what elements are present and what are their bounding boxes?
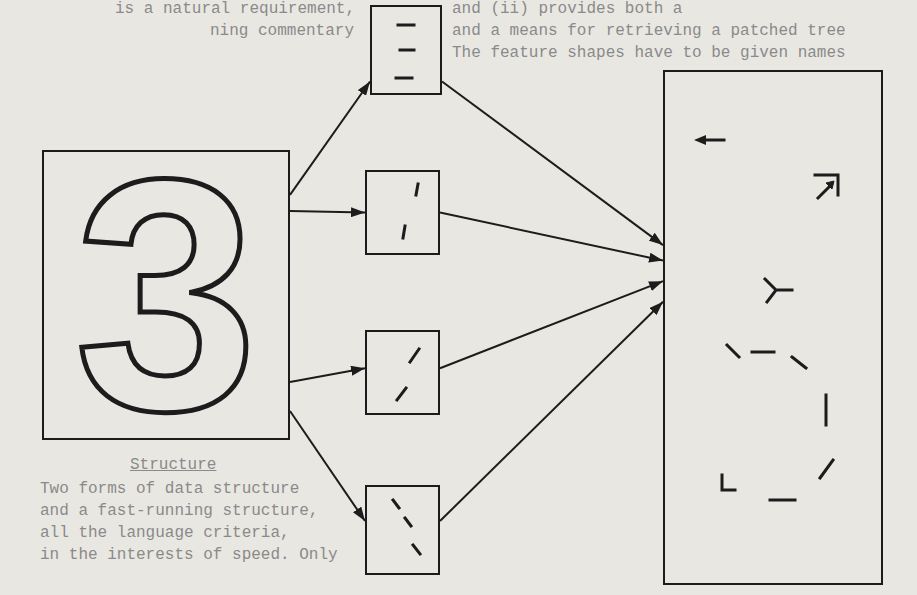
arrow-connector: [440, 302, 663, 521]
feature-stroke: [397, 349, 419, 400]
page-text: ning commentary: [210, 22, 354, 40]
arrow-head: [694, 135, 706, 145]
page-text: all the language criteria,: [40, 524, 290, 542]
feature-box: [365, 485, 440, 575]
feature-stroke: [815, 175, 838, 198]
combined-feature-box: [663, 70, 883, 585]
arrow-connector: [290, 82, 370, 195]
input-character-box: 3: [42, 150, 290, 440]
feature-stroke: [704, 139, 724, 142]
feature-stroke: [396, 25, 414, 78]
feature-box: [370, 5, 442, 95]
arrow-head: [826, 181, 834, 189]
page-text: The feature shapes have to be given name…: [452, 44, 846, 62]
feature-stroke: [403, 184, 418, 238]
feature-stroke: [765, 279, 792, 302]
feature-box: [365, 330, 440, 415]
page-text: in the interests of speed. Only: [40, 546, 338, 564]
page-text: Structure: [130, 456, 216, 474]
drawn-digit: 3: [74, 166, 258, 423]
arrow-connector: [290, 211, 365, 213]
page-text: Two forms of data structure: [40, 480, 299, 498]
arrow-connector: [290, 368, 365, 382]
page-text: and a means for retrieving a patched tre…: [452, 22, 846, 40]
page-text: and a fast-running structure,: [40, 502, 318, 520]
arrow-connector: [440, 213, 663, 261]
page-text: is a natural requirement,: [115, 0, 355, 18]
arrow-connector: [440, 281, 663, 368]
page-text: and (ii) provides both a: [452, 0, 682, 18]
feature-box: [365, 170, 440, 255]
feature-stroke: [393, 500, 420, 554]
feature-stroke: [722, 345, 833, 500]
